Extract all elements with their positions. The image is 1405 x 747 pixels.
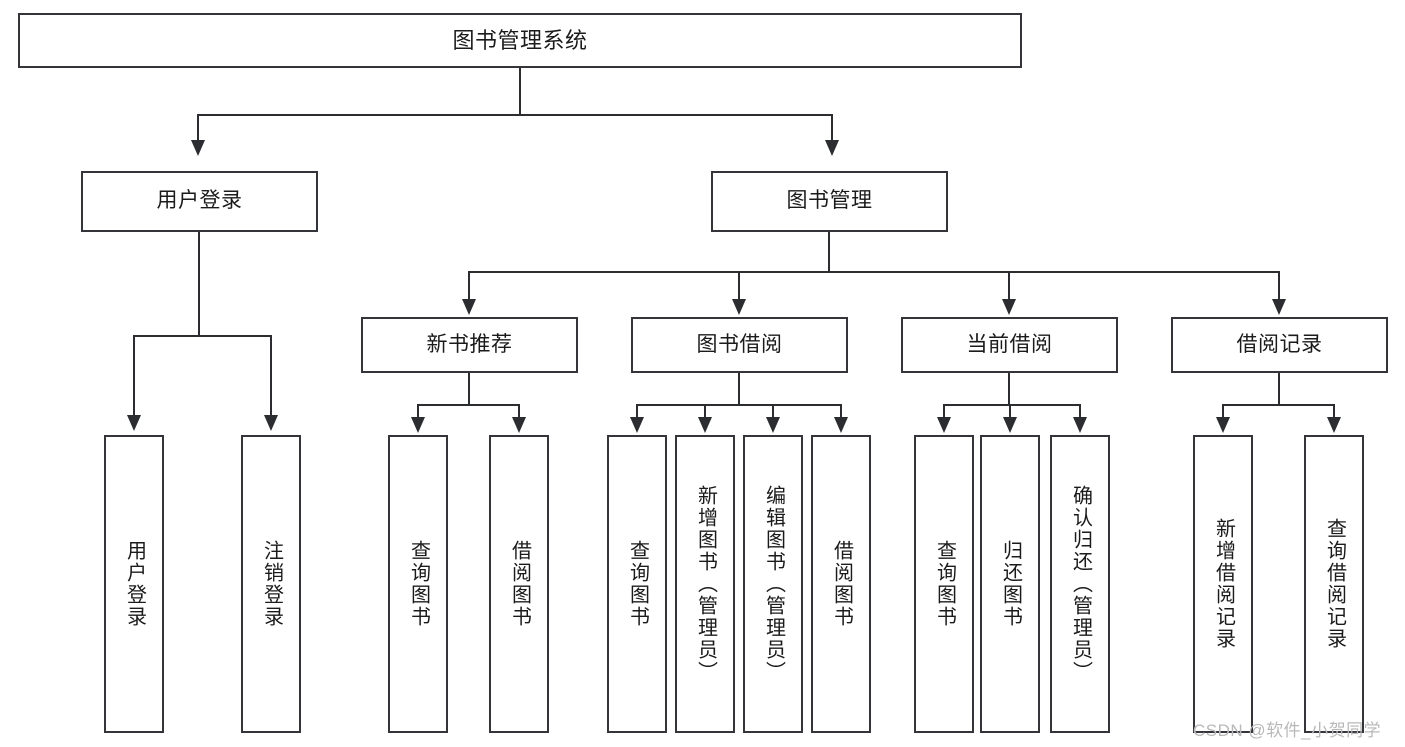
node-label: 用户登录 [156,189,243,213]
connector-bm-to-borrow-record [1278,271,1280,301]
arrowhead-cb-to-leaf-1 [937,417,951,433]
connector-new-book-recommend-stem [468,373,470,405]
leaf-book-borrow-query-book[interactable]: 查询图书 [607,435,667,733]
leaf-new-book-recommend-borrow-book[interactable]: 借阅图书 [489,435,549,733]
connector-borrow-record-stem [1278,373,1280,405]
connector-bb-to-leaf-3 [772,404,774,419]
node-book-borrow[interactable]: 图书借阅 [631,317,848,373]
leaf-user-login-login[interactable]: 用户登录 [104,435,164,733]
connector-root-to-user-login [197,114,199,142]
arrowhead-bb-to-leaf-1 [630,417,644,433]
arrowhead-bm-to-book-borrow [732,299,746,315]
node-label: 查询图书 [933,540,956,628]
connector-nbr-to-leaf-2 [518,404,520,419]
node-label: 查询借阅记录 [1323,518,1346,650]
leaf-current-borrow-confirm-return-admin[interactable]: 确认归还（管理员） [1050,435,1110,733]
connector-bb-to-leaf-2 [704,404,706,419]
node-label: 新书推荐 [426,332,513,356]
connector-current-borrow-stem [1008,373,1010,405]
node-label: 用户登录 [123,540,146,628]
watermark-text: CSDN @软件_小贺同学 [1193,721,1382,740]
arrowhead-br-to-leaf-1 [1216,417,1230,433]
leaf-borrow-record-query-record[interactable]: 查询借阅记录 [1304,435,1364,733]
node-book-management[interactable]: 图书管理 [711,171,948,232]
leaf-current-borrow-return-book[interactable]: 归还图书 [980,435,1040,733]
node-label: 新增图书（管理员） [694,485,717,683]
arrowhead-bb-to-leaf-4 [834,417,848,433]
connector-nbr-to-leaf-1 [417,404,419,419]
connector-book-borrow-bar [636,404,842,406]
connector-br-to-leaf-2 [1333,404,1335,419]
leaf-book-borrow-borrow-book[interactable]: 借阅图书 [811,435,871,733]
arrowhead-root-to-user-login [191,140,205,156]
connector-new-book-recommend-bar [417,404,520,406]
arrowhead-cb-to-leaf-3 [1073,417,1087,433]
connector-cb-to-leaf-2 [1009,404,1011,419]
node-label: 图书管理 [786,189,873,213]
connector-root-stem [519,68,521,115]
node-label: 当前借阅 [966,332,1053,356]
connector-cb-to-leaf-1 [943,404,945,419]
connector-current-borrow-bar [943,404,1081,406]
node-label: 查询图书 [626,540,649,628]
connector-user-login-to-leaf-1 [133,335,135,417]
connector-user-login-bar [133,335,272,337]
arrowhead-nbr-to-leaf-1 [411,417,425,433]
connector-borrow-record-bar [1222,404,1335,406]
arrowhead-bm-to-new-book-recommend [462,299,476,315]
leaf-book-borrow-edit-book-admin[interactable]: 编辑图书（管理员） [743,435,803,733]
arrowhead-bb-to-leaf-3 [766,417,780,433]
node-current-borrow[interactable]: 当前借阅 [901,317,1118,373]
leaf-new-book-recommend-query-book[interactable]: 查询图书 [388,435,448,733]
connector-user-login-stem [198,232,200,336]
node-root-book-management-system[interactable]: 图书管理系统 [18,13,1022,68]
connector-br-to-leaf-1 [1222,404,1224,419]
node-label: 借阅图书 [830,540,853,628]
node-label: 编辑图书（管理员） [762,485,785,683]
connector-cb-to-leaf-3 [1079,404,1081,419]
connector-root-to-book-management [831,114,833,142]
connector-book-borrow-stem [738,373,740,405]
node-new-book-recommend[interactable]: 新书推荐 [361,317,578,373]
connector-bb-to-leaf-4 [840,404,842,419]
node-label: 归还图书 [999,540,1022,628]
connector-book-management-stem [828,232,830,272]
leaf-borrow-record-add-record[interactable]: 新增借阅记录 [1193,435,1253,733]
node-borrow-record[interactable]: 借阅记录 [1171,317,1388,373]
connector-bb-to-leaf-1 [636,404,638,419]
connector-book-management-bar [468,271,1280,273]
arrowhead-bb-to-leaf-2 [698,417,712,433]
arrowhead-user-login-to-leaf-1 [127,415,141,431]
node-label: 注销登录 [260,540,283,628]
leaf-current-borrow-query-book[interactable]: 查询图书 [914,435,974,733]
arrowhead-bm-to-borrow-record [1272,299,1286,315]
leaf-user-login-logout[interactable]: 注销登录 [241,435,301,733]
connector-user-login-to-leaf-2 [270,335,272,417]
node-label: 图书借阅 [696,332,783,356]
node-label: 借阅图书 [508,540,531,628]
node-label: 确认归还（管理员） [1069,485,1092,683]
connector-bm-to-current-borrow [1008,271,1010,301]
arrowhead-nbr-to-leaf-2 [512,417,526,433]
arrowhead-bm-to-current-borrow [1002,299,1016,315]
node-user-login[interactable]: 用户登录 [81,171,318,232]
connector-root-bar [197,114,833,116]
connector-bm-to-book-borrow [738,271,740,301]
arrowhead-br-to-leaf-2 [1327,417,1341,433]
node-label: 借阅记录 [1236,332,1323,356]
node-label: 查询图书 [407,540,430,628]
arrowhead-user-login-to-leaf-2 [264,415,278,431]
leaf-book-borrow-add-book-admin[interactable]: 新增图书（管理员） [675,435,735,733]
arrowhead-cb-to-leaf-2 [1003,417,1017,433]
node-label: 新增借阅记录 [1212,518,1235,650]
connector-bm-to-new-book-recommend [468,271,470,301]
node-label: 图书管理系统 [452,27,588,53]
arrowhead-root-to-book-management [825,140,839,156]
